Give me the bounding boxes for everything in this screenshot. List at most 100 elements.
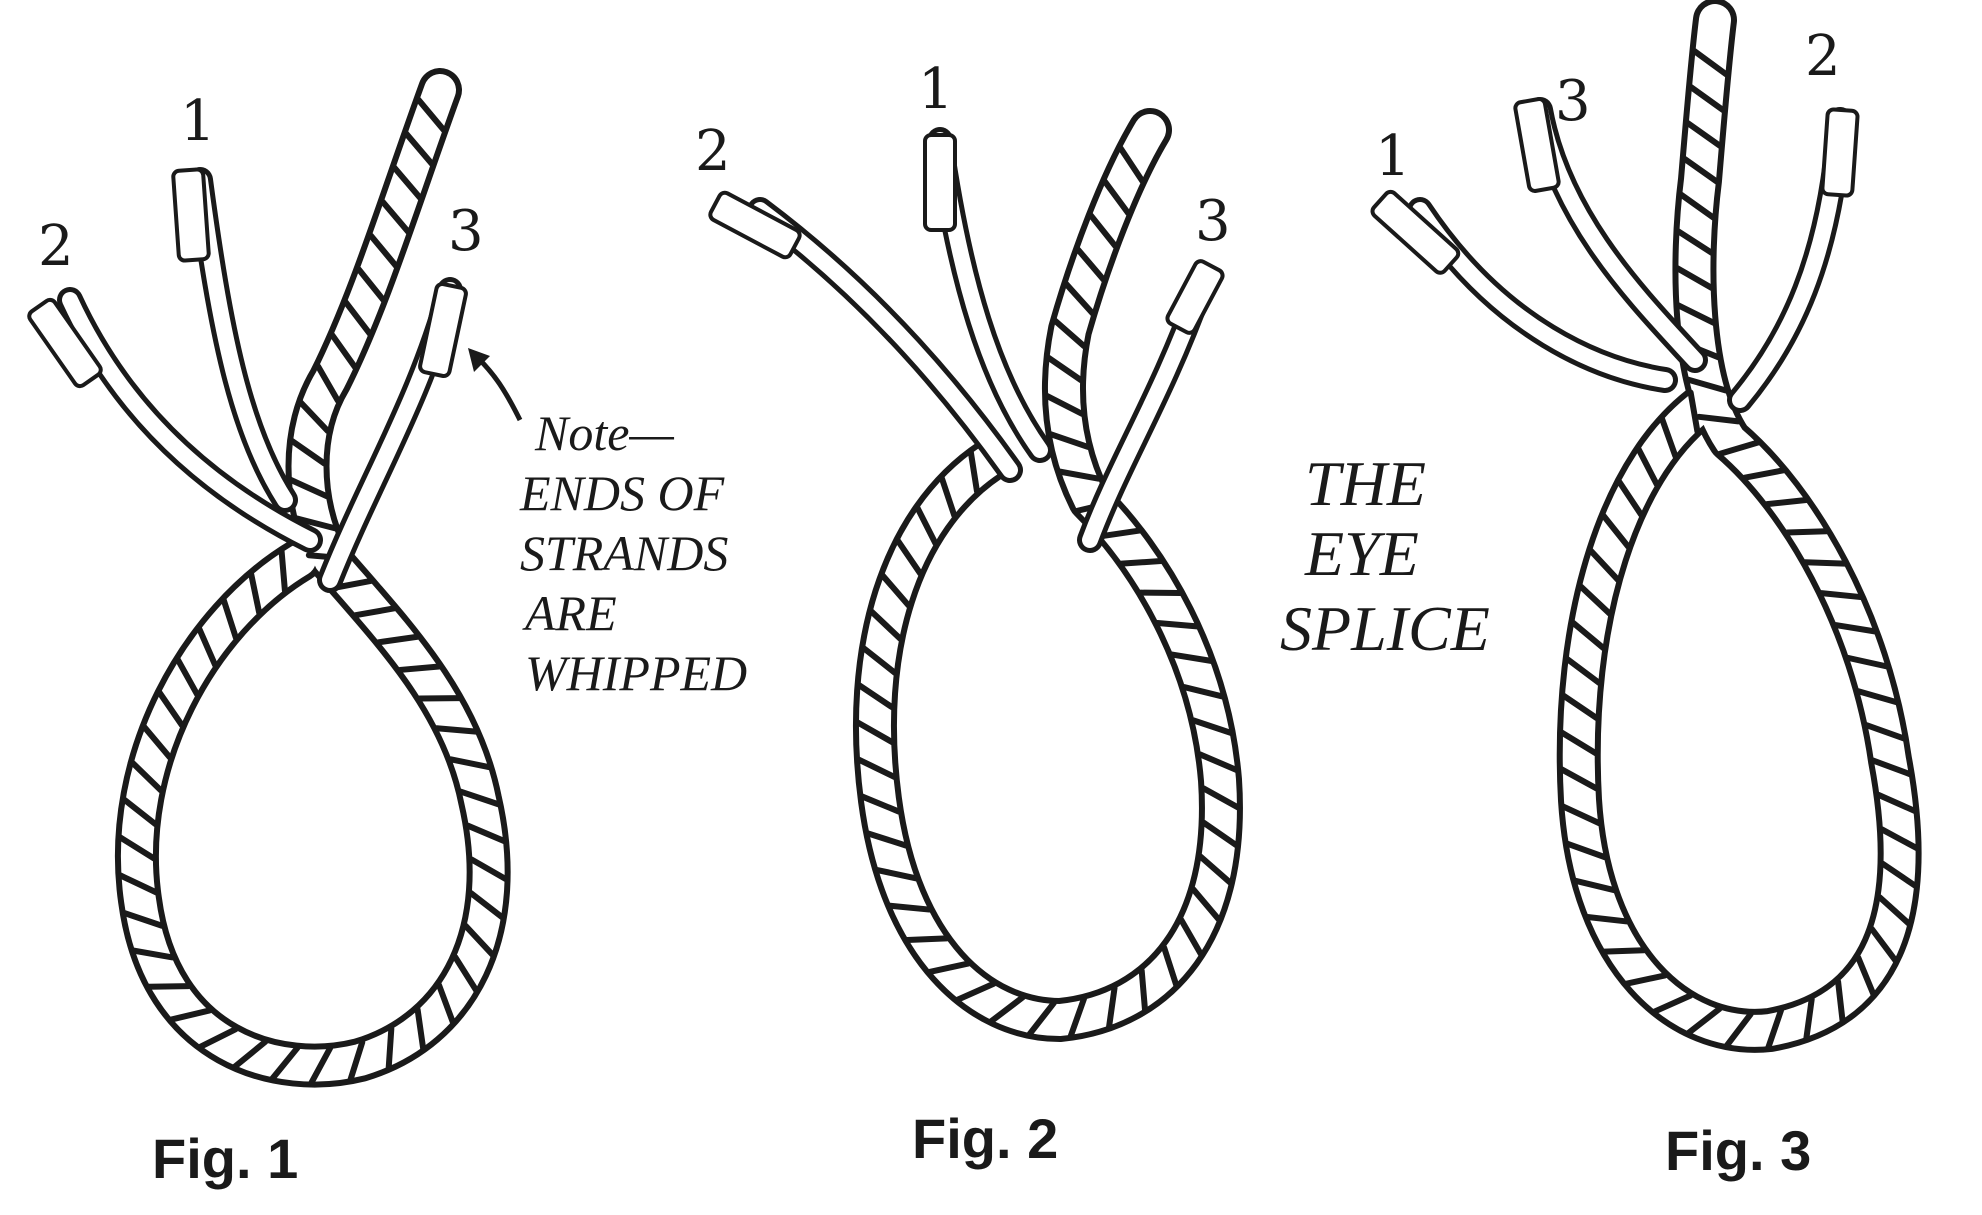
strand-label-1-fig3: 1 [1375,124,1411,189]
twist-mark [859,793,902,815]
arrow-head [468,348,490,372]
twist-mark [1097,527,1143,540]
twist-mark [287,476,330,500]
arrow-to-note [476,356,523,422]
twist-mark [855,756,898,780]
twist-mark [1087,212,1119,250]
twist-mark [926,960,972,975]
strand-2-fig1-inner [62,292,318,548]
twist-mark [1178,917,1204,958]
figure-caption-1: Fig. 1 [152,1127,298,1190]
twist-mark [1855,688,1900,706]
twist-mark [1117,145,1146,185]
twist-mark [1558,729,1599,757]
figure-1: 1 2 3 Fig. 1 [27,68,511,1190]
rope-loop-2-twist-marks [854,145,1242,1040]
strand-label-1-fig2: 1 [918,57,954,122]
twist-mark [1600,512,1632,550]
twist-mark [467,890,506,921]
twist-mark [329,332,359,371]
twist-mark [1138,967,1149,1013]
twist-mark [1868,925,1899,964]
twist-mark [168,1007,213,1023]
twist-mark [1651,992,1694,1015]
rope-loop-2 [853,108,1243,1042]
strand-2-fig2-inner [752,202,1018,478]
twist-mark [269,1044,301,1082]
twist-mark [1835,978,1846,1024]
twist-mark [278,548,288,594]
twist-mark [117,834,157,862]
twist-mark [1741,467,1787,481]
twist-mark [1674,265,1715,291]
twist-mark [196,625,219,669]
twist-mark [385,1025,395,1071]
figure-2: 1 2 3 Fig. 2 [695,57,1243,1170]
twist-mark [414,1006,427,1052]
strand-label-3-fig3: 3 [1555,69,1591,134]
twist-mark [1723,1011,1754,1049]
twist-mark [1863,722,1907,742]
strand-label-2-fig2: 2 [695,119,731,184]
twist-mark [129,759,164,794]
twist-mark [145,983,192,990]
twist-mark [1200,819,1240,849]
twist-mark [1802,559,1848,567]
twist-mark [1832,622,1878,635]
twist-mark [1570,619,1607,652]
twist-mark [868,608,904,642]
twist-mark [156,689,185,729]
twist-mark [1564,840,1608,861]
twist-mark [1616,478,1645,518]
twist-mark [1560,803,1603,827]
twist-mark [1572,877,1617,894]
twist-mark [1101,178,1132,217]
twist-mark [914,505,939,547]
twist-mark [1045,354,1084,384]
title-line-1: THE [1305,448,1426,519]
twist-mark [1043,392,1086,417]
twist-mark [887,902,933,913]
twist-mark [879,572,912,609]
twist-mark [1190,886,1222,923]
twist-mark [1196,751,1240,773]
twist-mark [452,954,480,994]
twist-mark [117,872,159,896]
title-line-2: EYE [1304,518,1419,589]
twist-mark [1161,944,1180,989]
twist-mark [1635,446,1660,488]
twist-mark [856,682,896,711]
twist-mark [121,910,165,929]
twist-mark [1717,439,1761,457]
twist-mark [415,96,447,133]
twist-mark [1623,972,1669,987]
twist-mark [1197,853,1234,886]
twist-mark [1056,468,1102,482]
twist-mark [1765,1007,1784,1051]
twist-mark [1584,913,1630,925]
twist-mark [894,537,924,577]
note-line-4: ARE [522,585,617,641]
twist-mark [379,198,412,235]
twist-mark [1691,48,1730,78]
twist-mark [1587,547,1621,583]
twist-mark [865,830,909,849]
twist-mark [988,994,1026,1025]
twist-mark [1106,984,1118,1030]
twist-mark [1564,656,1603,686]
note-line-5: WHIPPED [525,645,747,701]
twist-mark [355,266,387,303]
twist-mark [293,515,338,532]
twist-mark [938,475,958,519]
twist-mark [1026,1000,1057,1038]
twist-mark [904,935,950,944]
twist-mark [342,299,373,337]
twist-mark [1577,583,1613,617]
twist-mark [1803,996,1815,1042]
twist-mark [860,645,898,676]
whipping-fig1 [27,167,468,389]
twist-mark [1879,860,1919,889]
twist-mark [1845,654,1890,670]
note-text: Note— ENDS OF STRANDS ARE WHIPPED [519,405,747,701]
twist-mark [1818,590,1864,601]
